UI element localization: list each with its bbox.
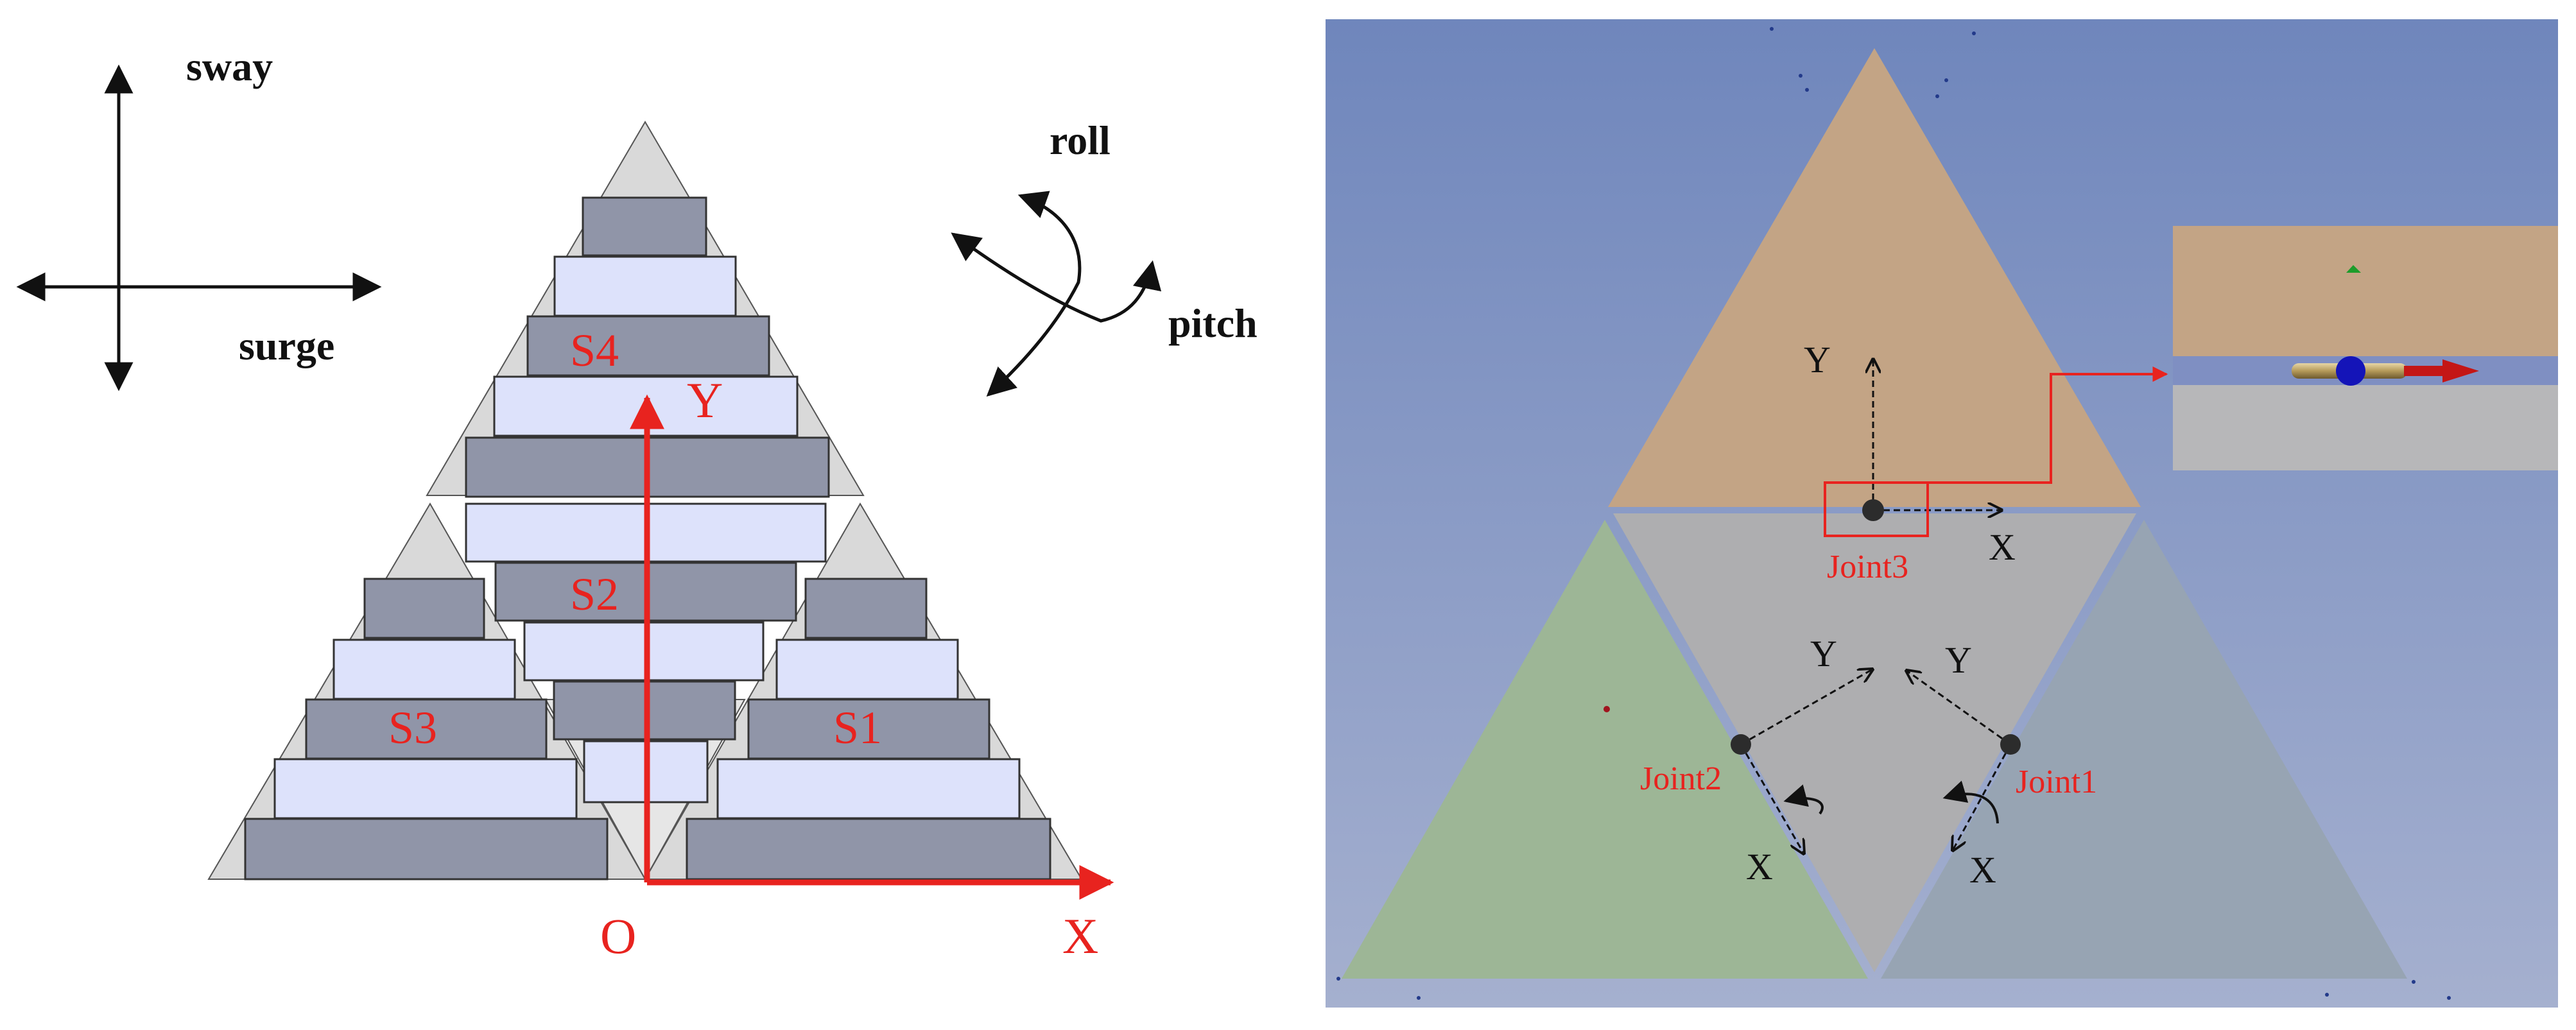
joint2-marker [1731,734,1751,755]
joint1-frame [1906,671,2012,850]
module-center [1613,513,2136,972]
rotation-arrows-icon [951,191,1162,397]
segment-label-s2: S2 [570,569,619,620]
translation-axes-icon [16,64,382,391]
joint3-y-label: Y [1804,339,1831,381]
block-light [273,758,578,820]
joint3-frame [1873,359,2001,510]
joint3-x-label: X [1989,526,2016,568]
joint3-label: Joint3 [1827,549,1908,585]
segment-label-s4: S4 [570,325,619,376]
axis-arrow-shaft [2404,366,2444,376]
sway-label: sway [186,44,273,89]
block-light [716,758,1021,820]
joint3-marker [1862,499,1884,521]
block-stack-right [686,578,1051,880]
block-dark [686,818,1051,880]
block-light [523,621,765,682]
block-dark [804,578,928,639]
module-left [1342,520,1868,979]
coordinate-axes [630,394,1114,900]
roll-label: roll [1050,117,1111,163]
pitch-label: pitch [1168,300,1258,346]
block-dark [582,196,707,257]
segment-label-s3: S3 [388,702,437,753]
block-stack-left [244,578,609,880]
block-dark [526,315,770,377]
block-dark [244,818,609,880]
block-light [333,639,516,700]
joint2-y-label: Y [1810,633,1837,674]
joint2-label: Joint2 [1640,760,1722,797]
block-dark [747,698,990,760]
callout-connector [1928,366,2168,484]
surge-label: surge [239,323,334,368]
joint3-zoom-inset [2173,226,2558,470]
module-right [1881,520,2407,979]
joint1-rotation-arrow [1942,780,1999,824]
x-axis-label: X [1062,908,1098,964]
y-axis-label: Y [687,372,723,428]
joint1-label: Joint1 [2016,764,2097,800]
joint3-highlight-box [1824,481,1929,537]
right-panel: Y X Joint3 Y X Joint2 [1326,19,2558,1008]
joint1-y-label: Y [1945,639,1972,681]
marker-dot [1604,706,1610,712]
joint1-marker [2000,734,2021,755]
module-top [1608,48,2141,507]
background-dots [1336,27,2451,1000]
joint2-frame [1740,669,1872,854]
block-light [553,255,737,317]
block-dark [305,698,548,760]
joint-hub [2336,356,2365,386]
left-panel: sway surge roll pitch [16,44,1258,964]
axis-arrow-head [2442,359,2479,382]
joint2-rotation-arrow [1783,784,1824,815]
block-light [775,639,959,700]
block-dark [363,578,485,639]
joint2-x-label: X [1746,846,1773,888]
segment-label-s1: S1 [833,702,882,753]
joint1-x-label: X [1969,849,1996,891]
origin-label: O [600,908,636,964]
